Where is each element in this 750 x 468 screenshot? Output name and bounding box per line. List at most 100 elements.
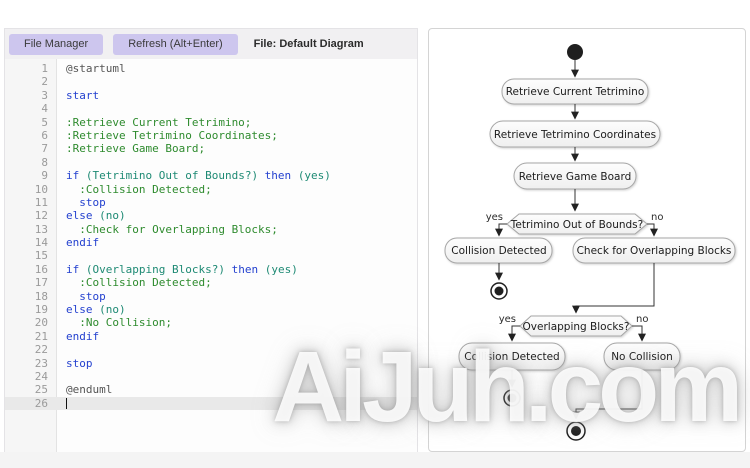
code-text — [57, 370, 66, 383]
start-node — [567, 44, 583, 60]
final-stop-node-core — [571, 426, 581, 436]
stop-node-core — [507, 393, 517, 403]
code-text: if (Overlapping Blocks?) then (yes) — [66, 262, 298, 276]
code-text: else (no) — [66, 303, 126, 317]
code-text: :Collision Detected; — [66, 182, 212, 196]
code-line[interactable]: 24 — [5, 370, 417, 383]
code-text: stop — [66, 195, 106, 209]
code-text: start — [66, 88, 100, 102]
line-number: 5 — [41, 115, 48, 129]
connector — [572, 370, 643, 420]
code-line[interactable]: 23 stop — [5, 357, 417, 370]
line-number: 25 — [34, 383, 48, 397]
line-number: 2 — [41, 75, 48, 89]
line-number: 23 — [34, 356, 48, 370]
code-text: :Retrieve Game Board; — [66, 142, 206, 156]
code-line[interactable]: 7:Retrieve Game Board; — [5, 142, 417, 155]
code-text: endif — [66, 236, 100, 250]
editor-panel: File Manager Refresh (Alt+Enter) File: D… — [4, 28, 418, 453]
code-line[interactable]: 2 — [5, 75, 417, 88]
connector — [572, 263, 655, 314]
code-text: stop — [66, 356, 93, 370]
line-number: 26 — [34, 396, 48, 410]
branch-label-yes: yes — [486, 212, 503, 223]
line-number: 15 — [34, 249, 48, 263]
line-number: 24 — [34, 369, 48, 383]
connector — [632, 325, 646, 342]
code-line[interactable]: 6 :Retrieve Tetrimino Coordinates; — [5, 129, 417, 142]
code-text — [57, 343, 66, 356]
current-file-label: File: Default Diagram — [253, 38, 364, 50]
code-line[interactable]: 11 stop — [5, 196, 417, 209]
code-text: :Retrieve Current Tetrimino; — [66, 115, 252, 129]
code-text — [57, 102, 66, 115]
line-number: 3 — [41, 88, 48, 102]
code-line[interactable]: 5 :Retrieve Current Tetrimino; — [5, 116, 417, 129]
line-number: 6 — [41, 128, 48, 142]
line-number: 10 — [34, 182, 48, 196]
decision-label: Overlapping Blocks? — [523, 321, 630, 333]
decision-label: Tetrimino Out of Bounds? — [510, 219, 643, 231]
activity-label: Collision Detected — [451, 245, 546, 257]
line-number: 16 — [34, 262, 48, 276]
activity-diagram: Retrieve Current Tetrimino Retrieve Tetr… — [444, 44, 736, 441]
code-text — [57, 397, 67, 410]
branch-label-no: no — [636, 314, 648, 325]
line-number: 9 — [41, 169, 48, 183]
code-text: :Collision Detected; — [66, 276, 212, 290]
activity-label: Check for Overlapping Blocks — [577, 245, 732, 257]
line-number: 20 — [34, 316, 48, 330]
refresh-button[interactable]: Refresh (Alt+Enter) — [113, 33, 238, 55]
diagram-panel: Retrieve Current Tetrimino Retrieve Tetr… — [428, 28, 746, 452]
toolbar: File Manager Refresh (Alt+Enter) File: D… — [5, 29, 417, 59]
activity-label: Collision Detected — [464, 351, 559, 363]
code-text — [57, 156, 66, 169]
connector — [495, 223, 507, 237]
code-text: if (Tetrimino Out of Bounds?) then (yes) — [66, 169, 331, 183]
code-line[interactable]: 10 :Collision Detected; — [5, 183, 417, 196]
code-line[interactable]: 25@enduml — [5, 383, 417, 396]
activity-label: Retrieve Game Board — [519, 171, 632, 183]
code-line[interactable]: 18 stop — [5, 290, 417, 303]
code-text: :Retrieve Tetrimino Coordinates; — [66, 128, 278, 142]
code-line[interactable]: 1@startuml — [5, 62, 417, 75]
code-line[interactable]: 20 :No Collision; — [5, 316, 417, 329]
line-number: 4 — [41, 102, 48, 116]
code-line[interactable]: 16 if (Overlapping Blocks?) then (yes) — [5, 263, 417, 276]
code-line[interactable]: 17 :Collision Detected; — [5, 276, 417, 289]
activity-label: No Collision — [611, 351, 673, 363]
code-line[interactable]: 13 :Check for Overlapping Blocks; — [5, 223, 417, 236]
code-line[interactable]: 4 — [5, 102, 417, 115]
file-manager-button[interactable]: File Manager — [9, 33, 104, 55]
code-text: stop — [66, 289, 106, 303]
code-text: :No Collision; — [66, 316, 172, 330]
line-number: 17 — [34, 276, 48, 290]
text-cursor — [66, 398, 67, 410]
code-text — [57, 249, 66, 262]
line-number-gutter — [5, 59, 57, 453]
code-line[interactable]: 9 if (Tetrimino Out of Bounds?) then (yes… — [5, 169, 417, 182]
activity-label: Retrieve Tetrimino Coordinates — [494, 129, 656, 141]
code-line[interactable]: 3 start — [5, 89, 417, 102]
branch-label-yes: yes — [499, 314, 516, 325]
line-number: 21 — [34, 329, 48, 343]
code-line[interactable]: 26 — [5, 396, 417, 411]
line-number: 1 — [41, 62, 48, 75]
line-number: 14 — [34, 236, 48, 250]
line-number: 12 — [34, 209, 48, 223]
code-text — [57, 75, 66, 88]
line-number: 18 — [34, 289, 48, 303]
line-number: 8 — [41, 155, 48, 169]
line-number: 13 — [34, 222, 48, 236]
code-line[interactable]: 22 — [5, 343, 417, 356]
code-line[interactable]: 14 endif — [5, 236, 417, 249]
code-line[interactable]: 15 — [5, 249, 417, 262]
line-number: 22 — [34, 343, 48, 357]
code-text: :Check for Overlapping Blocks; — [66, 222, 278, 236]
code-line[interactable]: 8 — [5, 156, 417, 169]
